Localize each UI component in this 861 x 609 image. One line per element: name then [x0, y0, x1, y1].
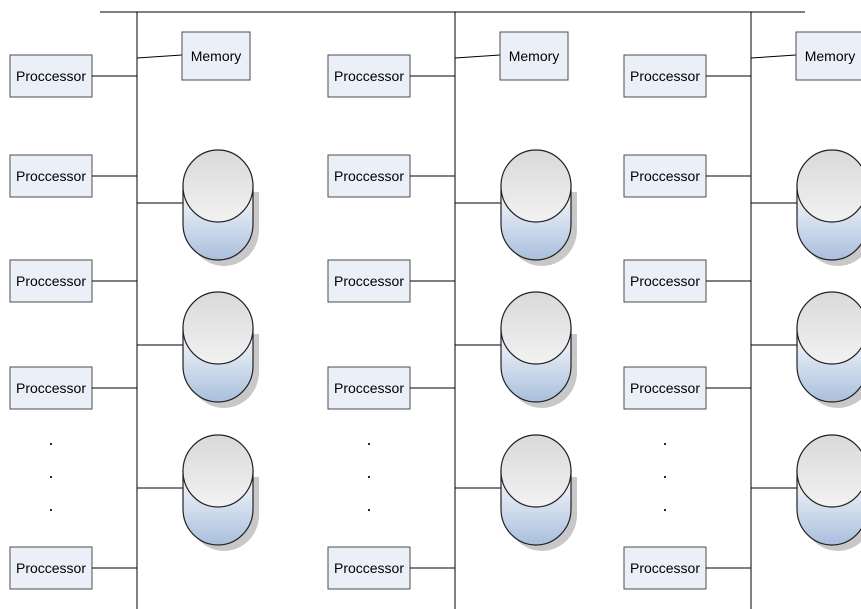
memory: Memory [454, 31, 569, 81]
processor-label: Proccessor [334, 380, 404, 396]
disk-1 [137, 149, 259, 266]
memory-label: Memory [805, 48, 856, 64]
processor-3: Proccessor [623, 259, 751, 303]
memory-label: Memory [509, 48, 560, 64]
processor-2: Proccessor [327, 154, 455, 198]
disk-top [500, 291, 572, 365]
processor-label: Proccessor [630, 560, 700, 576]
processor-box [327, 546, 411, 590]
disk-top [796, 291, 861, 365]
disk-top [182, 149, 254, 223]
disk-3 [751, 434, 861, 551]
ellipsis-dot: . [48, 462, 53, 482]
processor-box [327, 154, 411, 198]
processor-label: Proccessor [630, 273, 700, 289]
processor-box [623, 259, 707, 303]
ellipsis-dot: . [48, 495, 53, 515]
ellipsis-dot: . [366, 429, 371, 449]
disk-2 [455, 291, 577, 408]
disk-top [796, 434, 861, 508]
processor-5: Proccessor [327, 546, 455, 590]
disk-2 [137, 291, 259, 408]
processor-4: Proccessor [9, 366, 137, 410]
processor-label: Proccessor [630, 380, 700, 396]
processor-label: Proccessor [16, 68, 86, 84]
disk-top [182, 434, 254, 508]
memory: Memory [136, 31, 251, 81]
processor-4: Proccessor [327, 366, 455, 410]
node-1: ProccessorProccessorProccessorProccessor… [9, 12, 259, 609]
node-3: ProccessorProccessorProccessorProccessor… [623, 12, 861, 609]
processor-box [623, 366, 707, 410]
disk-3 [455, 434, 577, 551]
ellipsis-dot: . [48, 429, 53, 449]
disk-top [500, 149, 572, 223]
disk-top [500, 434, 572, 508]
memory-box [499, 31, 569, 81]
processor-1: Proccessor [327, 54, 455, 98]
processor-box [327, 54, 411, 98]
processor-box [9, 154, 93, 198]
processor-3: Proccessor [327, 259, 455, 303]
memory-connector [750, 54, 797, 59]
disk-top [182, 291, 254, 365]
processor-label: Proccessor [334, 560, 404, 576]
ellipsis-dot: . [662, 462, 667, 482]
nodes-layer: ProccessorProccessorProccessorProccessor… [9, 12, 861, 609]
processor-label: Proccessor [334, 68, 404, 84]
disk-top [796, 149, 861, 223]
processor-box [9, 259, 93, 303]
disk-1 [751, 149, 861, 266]
processor-5: Proccessor [9, 546, 137, 590]
processor-label: Proccessor [16, 380, 86, 396]
processor-box [623, 546, 707, 590]
processor-3: Proccessor [9, 259, 137, 303]
processor-label: Proccessor [334, 273, 404, 289]
processor-label: Proccessor [16, 560, 86, 576]
processor-box [623, 54, 707, 98]
disk-2 [751, 291, 861, 408]
processor-label: Proccessor [334, 168, 404, 184]
processor-box [327, 366, 411, 410]
ellipsis-dot: . [366, 495, 371, 515]
ellipsis-dot: . [366, 462, 371, 482]
processor-2: Proccessor [623, 154, 751, 198]
processor-label: Proccessor [16, 168, 86, 184]
processor-1: Proccessor [623, 54, 751, 98]
ellipsis-dot: . [662, 429, 667, 449]
processor-box [623, 154, 707, 198]
processor-4: Proccessor [623, 366, 751, 410]
ellipsis-dot: . [662, 495, 667, 515]
processor-box [9, 546, 93, 590]
memory: Memory [750, 31, 861, 81]
node-2: ProccessorProccessorProccessorProccessor… [327, 12, 577, 609]
processor-label: Proccessor [16, 273, 86, 289]
processor-label: Proccessor [630, 168, 700, 184]
memory-connector [454, 54, 501, 59]
processor-label: Proccessor [630, 68, 700, 84]
memory-box [181, 31, 251, 81]
processor-box [9, 54, 93, 98]
disk-1 [455, 149, 577, 266]
processor-2: Proccessor [9, 154, 137, 198]
memory-label: Memory [191, 48, 242, 64]
memory-box [795, 31, 861, 81]
processor-5: Proccessor [623, 546, 751, 590]
processor-1: Proccessor [9, 54, 137, 98]
disk-3 [137, 434, 259, 551]
memory-connector [136, 54, 183, 59]
